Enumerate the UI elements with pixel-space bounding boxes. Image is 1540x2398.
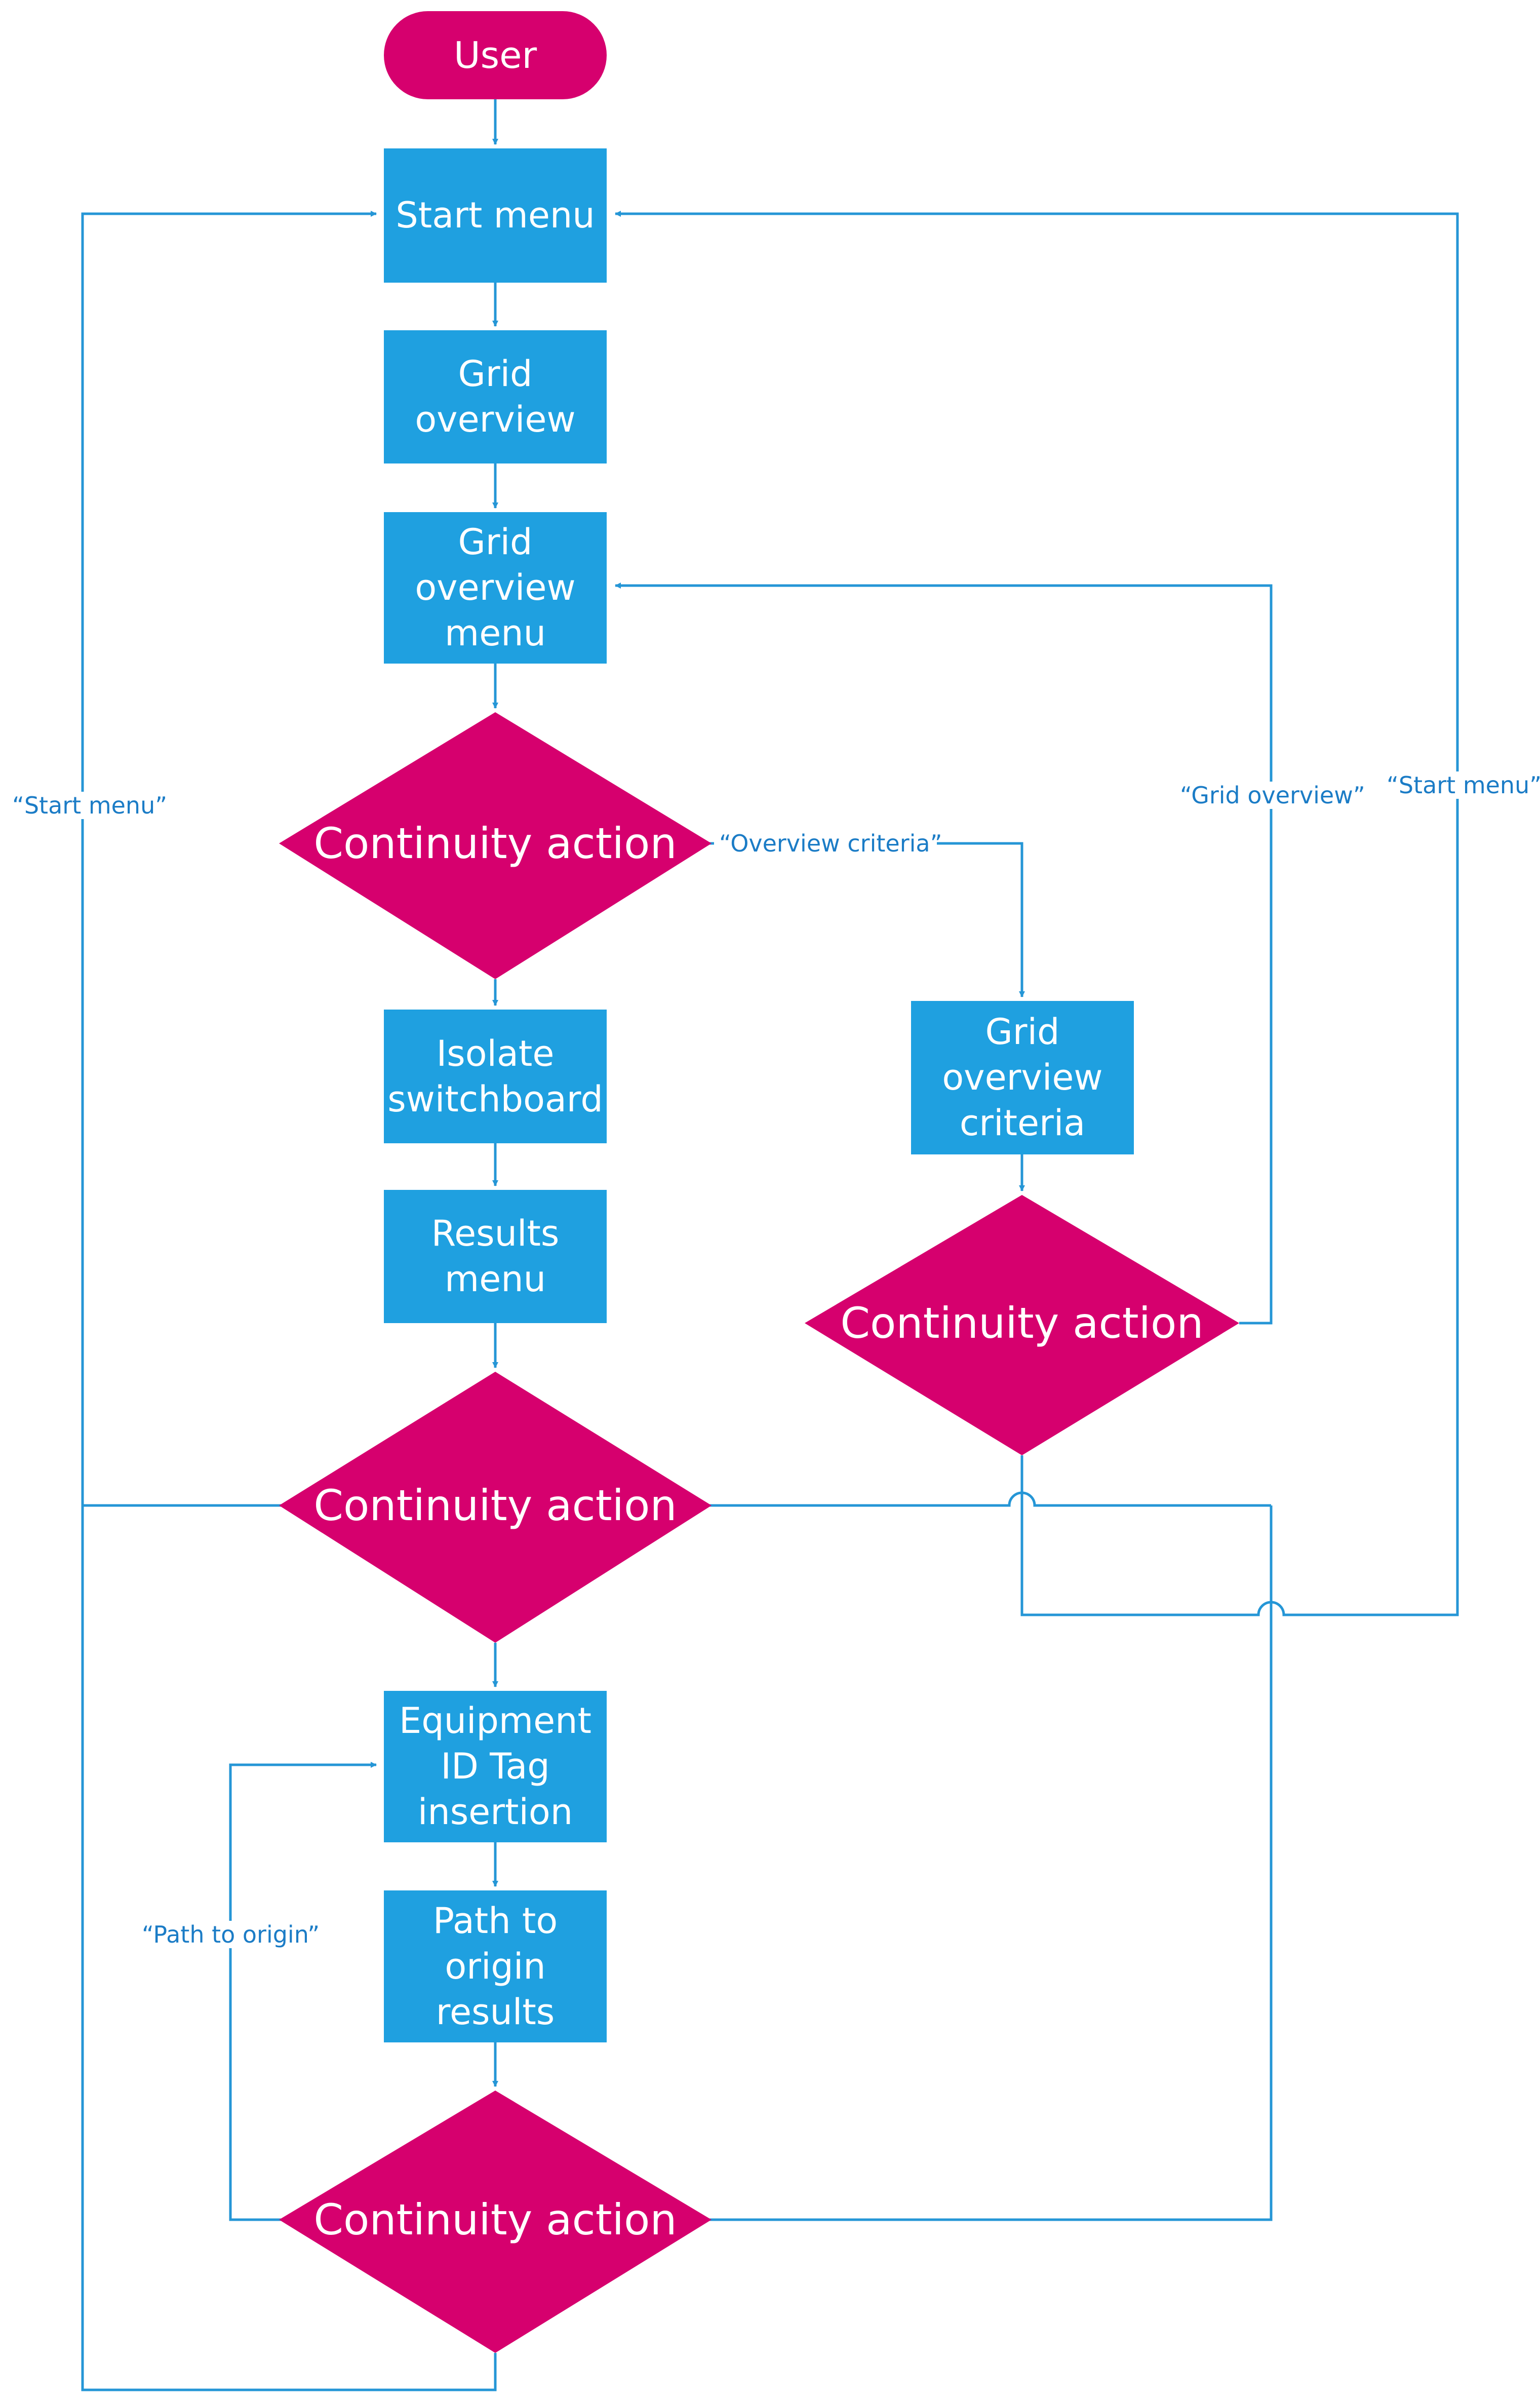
node-label-line: Continuity action [840, 1298, 1203, 1348]
edge-label-background [137, 1921, 329, 1948]
node-user-label: User [454, 34, 537, 76]
decision-shape [279, 1372, 712, 1643]
process-shape [384, 148, 607, 283]
edge-label-start-menu-right: “Start menu” [1387, 771, 1540, 799]
node-label-line: Results [431, 1213, 560, 1254]
node-label-line: Grid [458, 353, 533, 395]
connector-layer [81, 99, 1459, 2391]
decision-shape [279, 712, 712, 979]
process-shape [384, 1010, 607, 1143]
node-label-line: Path to [433, 1900, 558, 1942]
edge-decision-4-to-grid-overview-line [709, 1505, 1273, 2221]
node-label-line: switchboard [387, 1078, 603, 1120]
edge-label-layer: “Overview criteria” “Start menu” “Grid o… [7, 771, 1540, 1948]
edge-label-background [714, 830, 937, 857]
node-label-line: overview [415, 399, 575, 440]
edge-decision-1-to-grid-overview-criteria [709, 842, 1025, 997]
node-label-line: Grid [985, 1011, 1060, 1053]
node-label-line: Equipment [399, 1700, 591, 1742]
node-user: User [384, 11, 607, 99]
node-continuity-action-3: Continuity action [279, 1372, 712, 1643]
node-continuity-action-2: Continuity action [805, 1195, 1239, 1455]
node-label-line: Isolate [437, 1033, 555, 1074]
node-label-line: results [436, 1991, 555, 2033]
node-continuity-action-1: Continuity action [279, 712, 712, 979]
node-continuity-action-1-label: Continuity action [313, 819, 677, 868]
edge-label-overview-criteria: “Overview criteria” [719, 830, 942, 857]
node-label-line: Continuity action [313, 819, 677, 868]
node-label-line: ID Tag [441, 1746, 549, 1787]
node-label-line: Continuity action [313, 2195, 677, 2245]
edge-decision-4-to-start-menu-line [81, 1505, 497, 2391]
node-continuity-action-4: Continuity action [279, 2091, 712, 2353]
process-shape [911, 1001, 1134, 1154]
edge-decision-3-to-grid-overview-line [709, 1491, 1271, 1507]
process-shape [384, 330, 607, 463]
edge-label-path-to-origin: “Path to origin” [142, 1921, 320, 1948]
decision-shape [805, 1195, 1239, 1455]
edge-label-background [7, 792, 159, 819]
node-start-menu: Start menu [384, 148, 607, 283]
terminator-shape [384, 11, 607, 99]
node-continuity-action-2-label: Continuity action [840, 1298, 1203, 1348]
node-label-line: User [454, 34, 537, 76]
edge-label-background [1381, 771, 1536, 799]
node-label-line: Start menu [396, 195, 595, 236]
node-label-line: origin [445, 1946, 545, 1987]
edge-decision-3-to-start-menu [81, 211, 377, 1507]
process-shape [384, 1190, 607, 1323]
edge-label-grid-overview-right: “Grid overview” [1180, 782, 1365, 809]
process-shape [384, 1691, 607, 1842]
node-label-line: Continuity action [313, 1481, 677, 1530]
process-shape [384, 512, 607, 664]
node-label-line: menu [445, 1258, 546, 1300]
node-continuity-action-3-label: Continuity action [313, 1481, 677, 1530]
edge-label-start-menu-left: “Start menu” [12, 792, 167, 819]
node-start-menu-label: Start menu [396, 195, 595, 236]
edge-decision-2-to-grid-overview-menu [615, 583, 1273, 1325]
decision-shape [279, 2091, 712, 2353]
process-shape [384, 1890, 607, 2042]
node-label-line: overview [942, 1057, 1102, 1098]
node-label-line: menu [445, 612, 546, 654]
node-label-line: criteria [960, 1102, 1085, 1144]
node-continuity-action-4-label: Continuity action [313, 2195, 677, 2245]
edge-label-background [1175, 782, 1357, 809]
edge-decision-4-to-equipment-id-tag [229, 1762, 377, 2221]
node-label-line: insertion [418, 1791, 573, 1833]
node-label-line: overview [415, 567, 575, 608]
node-label-line: Grid [458, 521, 533, 563]
